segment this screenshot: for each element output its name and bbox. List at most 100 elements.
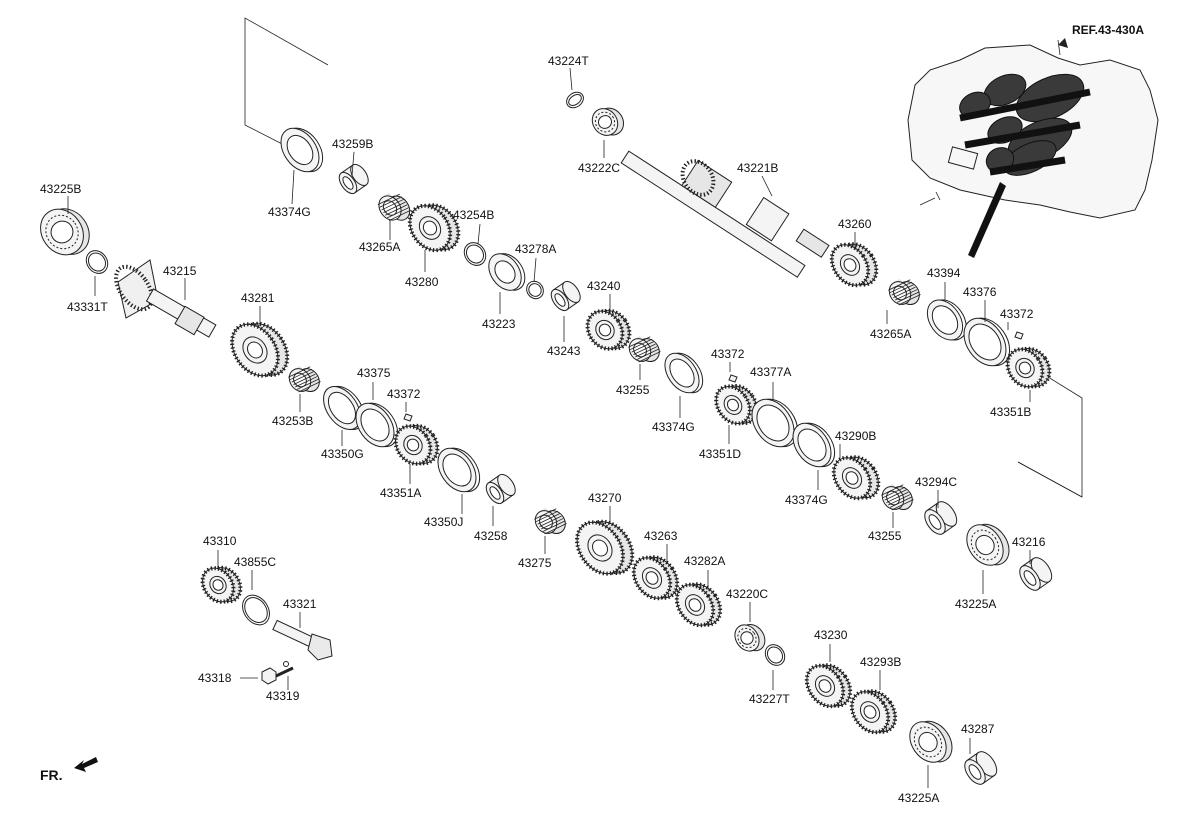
part-label[interactable]: 43263 [644, 529, 678, 543]
part-label[interactable]: 43223 [482, 317, 516, 331]
needle-bearing-part [534, 507, 567, 535]
part-label[interactable]: 43855C [234, 555, 276, 569]
part-label[interactable]: 43350G [321, 447, 364, 461]
part-label[interactable]: 43377A [750, 365, 791, 379]
snap-ring-part [764, 644, 786, 666]
part-label[interactable]: 43318 [198, 671, 232, 685]
part-label[interactable]: 43220C [726, 587, 768, 601]
part-label[interactable]: 43351A [380, 486, 421, 500]
ring-part [963, 317, 1011, 367]
gear-part [674, 582, 723, 628]
part-label[interactable]: 43374G [785, 493, 828, 507]
ring-part [437, 447, 481, 493]
part-label[interactable]: 43227T [749, 692, 790, 706]
gear-part [631, 555, 680, 601]
gear-part [230, 321, 290, 378]
part-label[interactable]: 43372 [711, 347, 745, 361]
part-label[interactable]: 43270 [588, 491, 622, 505]
part-label[interactable]: 43331T [67, 300, 108, 314]
part-label[interactable]: 43376 [963, 285, 997, 299]
collar-part [964, 751, 998, 785]
part-label[interactable]: 43278A [515, 242, 556, 256]
bearing-part [909, 720, 953, 763]
part-label[interactable]: 43243 [547, 344, 581, 358]
gear-part [575, 519, 635, 576]
part-label[interactable]: 43255 [868, 529, 902, 543]
group-bracket-line [244, 17, 329, 149]
part-label[interactable]: 43372 [1000, 307, 1034, 321]
part-label[interactable]: 43374G [268, 205, 311, 219]
reference-label[interactable]: REF.43-430A [1072, 23, 1144, 37]
needle-bearing-part [377, 192, 412, 221]
gear-part [200, 565, 243, 604]
ring-part [926, 299, 967, 341]
bearing-part [40, 208, 90, 256]
part-label[interactable]: 43287 [961, 722, 995, 736]
snap-ring-part [566, 91, 584, 109]
diagram-artwork [40, 17, 1159, 788]
part-label[interactable]: 43222C [578, 161, 620, 175]
part-label[interactable]: 43260 [838, 217, 872, 231]
gear-part [804, 663, 853, 709]
part-label[interactable]: 43281 [241, 291, 275, 305]
part-label[interactable]: 43293B [860, 655, 901, 669]
part-label[interactable]: 43310 [203, 534, 237, 548]
snap-ring-part [85, 250, 109, 274]
part-label[interactable]: 43351D [699, 447, 741, 461]
part-label[interactable]: 43275 [518, 556, 552, 570]
part-label[interactable]: 43321 [283, 597, 317, 611]
part-label[interactable]: 43265A [870, 327, 911, 341]
leader-line [477, 223, 481, 245]
gear-part [714, 384, 759, 426]
bolt-part [261, 666, 294, 685]
part-label[interactable]: 43280 [405, 275, 439, 289]
part-label[interactable]: 43215 [163, 264, 197, 278]
part-label[interactable]: 43259B [332, 137, 373, 151]
bearing-part [591, 107, 625, 136]
part-label[interactable]: 43254B [453, 208, 494, 222]
part-label[interactable]: 43224T [548, 54, 589, 68]
key-part [1014, 331, 1024, 340]
snap-ring-part [242, 594, 270, 626]
part-label[interactable]: 43225A [955, 597, 996, 611]
ring-part [323, 385, 365, 430]
part-label[interactable]: 43225B [40, 182, 81, 196]
part-label[interactable]: 43282A [684, 554, 725, 568]
part-label[interactable]: 43265A [359, 240, 400, 254]
part-label[interactable]: 43319 [266, 689, 300, 703]
part-label[interactable]: 43230 [814, 628, 848, 642]
part-label[interactable]: 43216 [1012, 535, 1046, 549]
part-label[interactable]: 43351B [990, 405, 1031, 419]
part-label[interactable]: 43372 [387, 387, 421, 401]
needle-bearing-part [888, 278, 921, 306]
needle-bearing-part [628, 335, 661, 363]
part-label[interactable]: 43253B [272, 414, 313, 428]
part-label[interactable]: 43221B [737, 161, 778, 175]
part-label[interactable]: 43240 [587, 279, 621, 293]
part-label[interactable]: 43255 [616, 383, 650, 397]
front-arrow-icon [74, 757, 98, 772]
part-label[interactable]: 43350J [424, 515, 463, 529]
collar-part [1019, 557, 1053, 591]
group-bracket-line [1017, 371, 1083, 498]
part-label[interactable]: 43294C [915, 475, 957, 489]
ring-part [664, 352, 704, 394]
part-label[interactable]: 43394 [927, 266, 961, 280]
shaft-part [272, 619, 333, 661]
ring-part [751, 398, 799, 448]
snap-ring-part [463, 242, 487, 266]
part-label[interactable]: 43258 [474, 529, 508, 543]
leader-line [1017, 461, 1083, 498]
part-label[interactable]: 43374G [652, 420, 695, 434]
part-label[interactable]: 43375 [357, 366, 391, 380]
ring-part [280, 127, 324, 173]
part-label[interactable]: 43225A [898, 791, 939, 805]
leader-line [351, 151, 355, 177]
gear-part [407, 203, 461, 253]
collar-part [924, 501, 958, 535]
collar-part [550, 280, 581, 312]
key-part [728, 374, 738, 383]
leader-line [533, 257, 537, 283]
part-label[interactable]: 43290B [835, 429, 876, 443]
leader-line [761, 175, 773, 197]
